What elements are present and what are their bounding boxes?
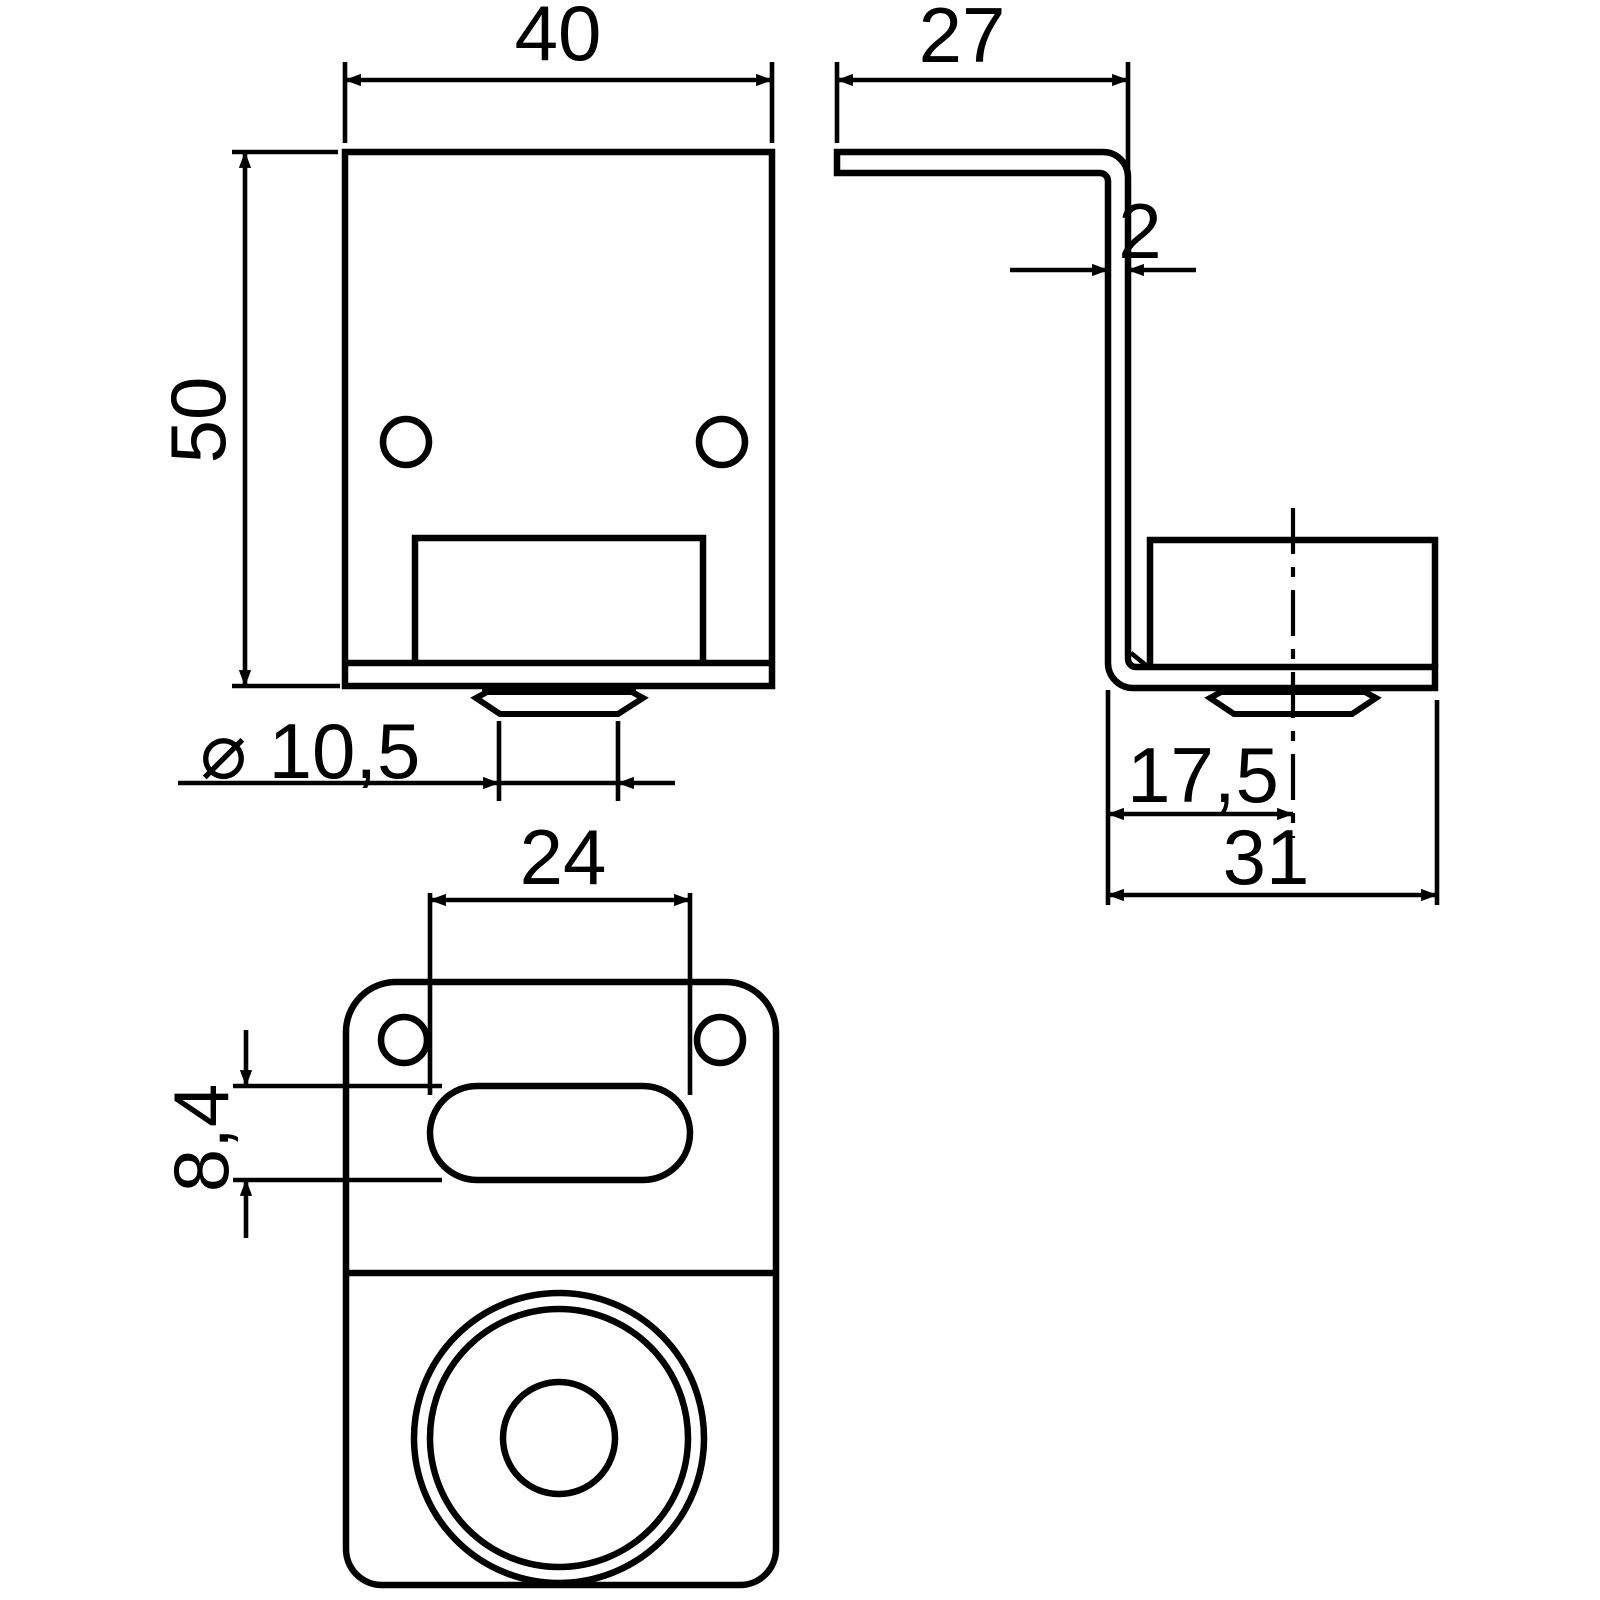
side-bend-fillet bbox=[1129, 651, 1149, 668]
dim-foot-depth: 31 bbox=[1107, 700, 1440, 905]
bottom-hole-left bbox=[377, 1013, 431, 1067]
bottom-hole-right bbox=[693, 1013, 747, 1067]
dim-label-2: 2 bbox=[1118, 187, 1161, 275]
magnet-outer-circle bbox=[410, 1289, 708, 1587]
dim-sheet-thickness: 2 bbox=[1010, 187, 1196, 277]
dim-front-width: 40 bbox=[342, 0, 775, 143]
dim-slot-length: 24 bbox=[427, 813, 693, 1095]
magnet-middle-circle bbox=[426, 1305, 692, 1571]
front-view: 40 50 ⌀ 10,5 bbox=[154, 0, 776, 801]
dim-label-40: 40 bbox=[515, 0, 602, 77]
dim-screw-center-offset: 17,5 bbox=[1105, 690, 1294, 905]
dim-label-31: 31 bbox=[1223, 813, 1310, 901]
dim-slot-width: 8,4 bbox=[157, 1030, 442, 1238]
dim-flange-depth: 27 bbox=[834, 0, 1131, 200]
magnet-core-circle bbox=[499, 1378, 619, 1498]
dim-label-diameter: ⌀ 10,5 bbox=[200, 707, 420, 795]
front-hole-right bbox=[695, 415, 749, 469]
bottom-view: 24 8,4 bbox=[157, 813, 780, 1589]
front-magnet-outline bbox=[411, 534, 707, 663]
side-view: 27 2 17,5 31 bbox=[833, 0, 1440, 905]
side-sheet-outline bbox=[833, 148, 1439, 692]
dim-label-27: 27 bbox=[919, 0, 1006, 79]
dim-screw-diameter: ⌀ 10,5 bbox=[178, 707, 675, 801]
front-screw-head bbox=[470, 689, 649, 717]
front-body-outline bbox=[341, 148, 776, 690]
dim-label-8-4: 8,4 bbox=[157, 1084, 245, 1192]
dim-front-height: 50 bbox=[154, 149, 340, 689]
dim-label-50: 50 bbox=[154, 377, 242, 464]
bottom-slot-outline bbox=[426, 1082, 694, 1184]
dim-label-24: 24 bbox=[520, 813, 607, 901]
bottom-plate-outline bbox=[342, 978, 780, 1589]
side-screw-head bbox=[1204, 689, 1382, 717]
dim-label-17-5: 17,5 bbox=[1127, 731, 1279, 819]
front-hole-left bbox=[379, 415, 433, 469]
